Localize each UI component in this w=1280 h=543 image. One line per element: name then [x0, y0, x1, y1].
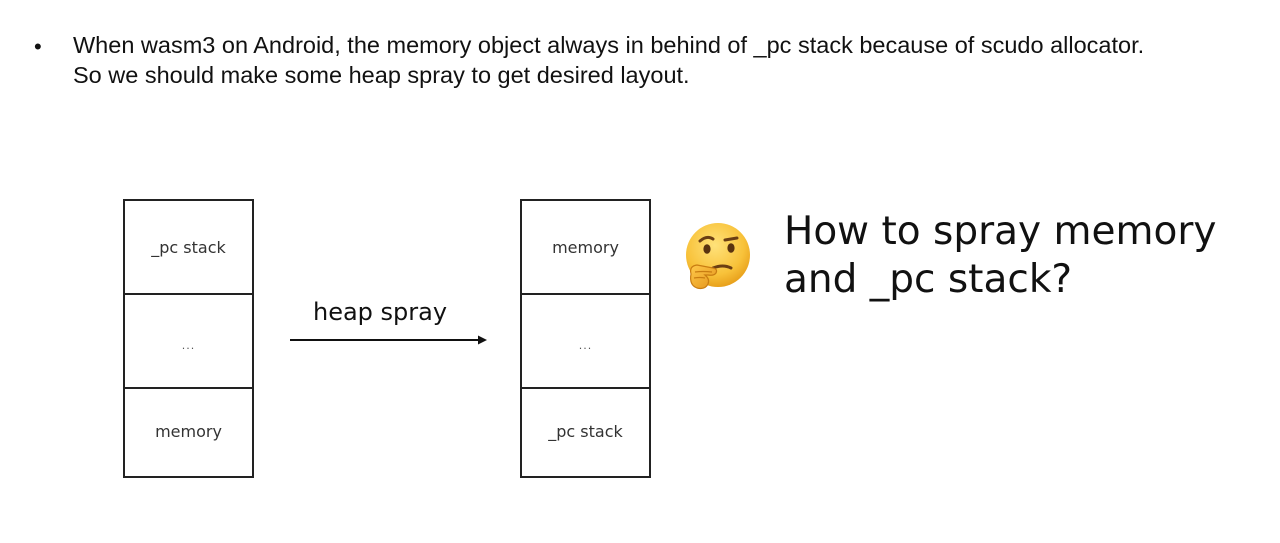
arrow-label: heap spray — [313, 298, 448, 326]
after-cell-pc-stack: _pc stack — [522, 386, 649, 476]
right-arrow-icon — [290, 335, 487, 345]
bullet-line-1: When wasm3 on Android, the memory object… — [73, 32, 1145, 58]
question-line-2: and _pc stack? — [784, 257, 1073, 302]
after-cell-label: ... — [578, 338, 593, 352]
before-memory-layout: _pc stack ... memory — [123, 199, 254, 478]
before-cell-pc-stack: _pc stack — [125, 201, 252, 293]
after-cell-label: _pc stack — [548, 421, 623, 441]
after-memory-layout: memory ... _pc stack — [520, 199, 651, 478]
bullet-dot: • — [34, 34, 42, 59]
before-cell-label: _pc stack — [151, 237, 226, 257]
thinking-face-icon — [686, 223, 750, 290]
question-line-1: How to spray memory — [784, 209, 1217, 254]
after-cell-label: memory — [552, 237, 619, 257]
bullet-line-2: So we should make some heap spray to get… — [73, 62, 690, 88]
question-text: How to spray memory and _pc stack? — [784, 208, 1264, 304]
before-cell-ellipsis: ... — [125, 293, 252, 389]
after-cell-ellipsis: ... — [522, 293, 649, 389]
before-cell-memory: memory — [125, 386, 252, 476]
before-cell-label: memory — [155, 421, 222, 441]
before-cell-label: ... — [181, 338, 196, 352]
bullet-text: When wasm3 on Android, the memory object… — [73, 30, 1263, 90]
after-cell-memory: memory — [522, 201, 649, 293]
